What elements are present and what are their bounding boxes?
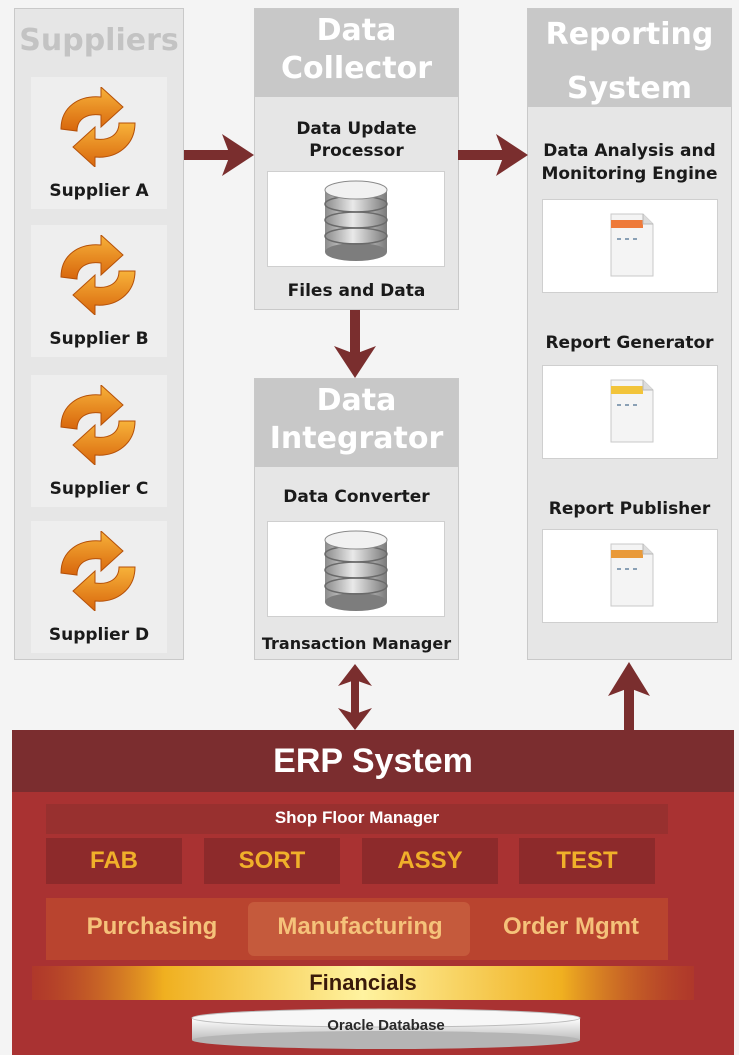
- database-icon: [324, 180, 388, 261]
- report-generator-label: Report Generator: [545, 333, 714, 353]
- publisher-report-box: [542, 529, 718, 623]
- data-converter-label: Data Converter: [283, 487, 430, 507]
- supplier-card-a[interactable]: Supplier A: [31, 77, 167, 209]
- collector-title-band: [255, 9, 458, 97]
- arrow-erp-to-reporting: [608, 662, 650, 732]
- stage-fab[interactable]: FAB: [46, 838, 182, 884]
- supplier-card-d[interactable]: Supplier D: [31, 521, 167, 653]
- supplier-card-b[interactable]: Supplier B: [31, 225, 167, 357]
- arrow-suppliers-to-collector: [184, 134, 254, 176]
- processor-label-line2: Processor: [309, 141, 404, 161]
- erp-header: [12, 730, 734, 792]
- arrow-collector-to-reporting: [458, 134, 528, 176]
- analysis-label-line2: Monitoring Engine: [541, 164, 718, 184]
- files-data-label: Files and Data: [287, 281, 426, 301]
- reporting-title-line1: Reporting: [545, 17, 714, 52]
- data-integrator-panel: Data Integrator Data Converter Transacti…: [254, 378, 459, 660]
- report-document-icon: [610, 543, 654, 607]
- financials-band: [32, 966, 694, 1000]
- integrator-title-line1: Data: [316, 383, 397, 418]
- analysis-report-box: [542, 199, 718, 293]
- oracle-database-label: Oracle Database: [327, 1017, 445, 1034]
- integrator-title-line2: Integrator: [269, 421, 444, 456]
- supplier-cycle-icon: [60, 87, 136, 167]
- supplier-card-c[interactable]: Supplier C: [31, 375, 167, 507]
- supplier-cycle-icon: [60, 235, 136, 315]
- manufacturing-highlight: [248, 902, 470, 956]
- generator-report-box: [542, 365, 718, 459]
- suppliers-title: Suppliers: [19, 23, 179, 58]
- report-document-icon: [610, 213, 654, 277]
- shop-floor-band: [46, 804, 668, 834]
- oracle-database-icon: [191, 1008, 581, 1049]
- module-order-mgmt[interactable]: Order Mgmt: [502, 913, 639, 940]
- integrator-title-band: [255, 379, 458, 467]
- financials-label[interactable]: Financials: [309, 970, 417, 995]
- stage-sort[interactable]: SORT: [204, 838, 340, 884]
- transaction-manager-label: Transaction Manager: [261, 634, 452, 653]
- suppliers-panel: Suppliers Supplier A Supplier B Supplier…: [14, 8, 184, 660]
- erp-title: ERP System: [273, 742, 473, 780]
- module-manufacturing[interactable]: Manufacturing: [277, 913, 443, 940]
- shop-floor-label: Shop Floor Manager: [274, 808, 440, 827]
- files-database-box: [267, 171, 445, 267]
- module-purchasing[interactable]: Purchasing: [86, 913, 218, 940]
- supplier-label: Supplier A: [49, 181, 149, 201]
- collector-title-line2: Collector: [280, 51, 433, 86]
- erp-system-block: ERP System Shop Floor Manager FAB SORT A…: [12, 730, 734, 1055]
- stage-test[interactable]: TEST: [519, 838, 655, 884]
- converter-database-box: [267, 521, 445, 617]
- database-icon: [324, 530, 388, 611]
- stage-assy[interactable]: ASSY: [362, 838, 498, 884]
- supplier-label: Supplier B: [49, 329, 149, 349]
- reporting-title-band: [528, 9, 731, 107]
- report-document-icon: [610, 379, 654, 443]
- supplier-cycle-icon: [60, 385, 136, 465]
- data-collector-panel: Data Collector Data Update Processor Fil…: [254, 8, 459, 310]
- analysis-label-line1: Data Analysis and: [543, 141, 716, 161]
- arrow-collector-to-integrator: [334, 310, 376, 378]
- collector-title-line1: Data: [316, 13, 397, 48]
- report-publisher-label: Report Publisher: [548, 499, 711, 519]
- reporting-title-line2: System: [567, 71, 692, 106]
- supplier-label: Supplier D: [48, 625, 150, 645]
- reporting-system-panel: Reporting System Data Analysis and Monit…: [527, 8, 732, 660]
- processor-label-line1: Data Update: [296, 119, 417, 139]
- arrow-integrator-erp-bidirectional: [338, 664, 372, 730]
- supplier-cycle-icon: [60, 531, 136, 611]
- supplier-label: Supplier C: [49, 479, 149, 499]
